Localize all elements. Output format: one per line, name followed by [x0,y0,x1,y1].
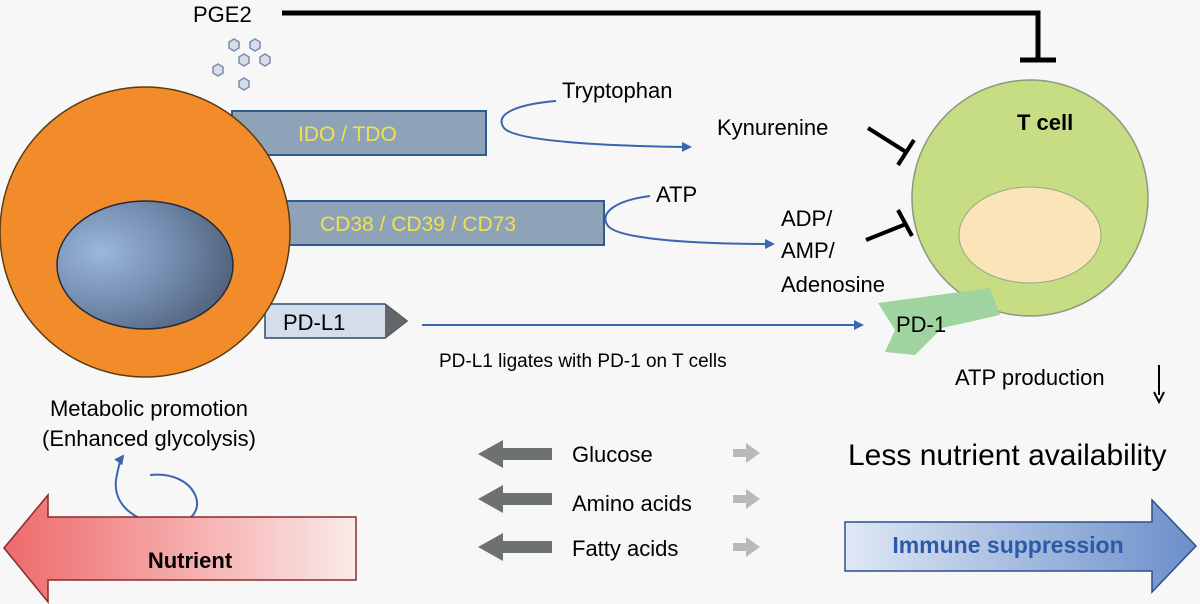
fatty-acid-weak-arrow [733,537,760,557]
atp-down-arrow-head [1153,391,1165,405]
molecule-hexagon [228,38,240,52]
adenosine-inhibition-bar [896,209,914,237]
ido-tdo-label: IDO / TDO [298,123,397,146]
cd-enzymes-label: CD38 / CD39 / CD73 [320,213,516,236]
kynurenine-inhibition-bar [896,138,916,167]
molecule-hexagon [249,38,261,52]
atp-conversion-arrow [604,195,775,249]
t-cell-label: T cell [1017,110,1073,135]
pd-1-receptor [878,288,1000,355]
pge2-inhibition-line [282,10,1041,60]
less-nutrient-label: Less nutrient availability [848,439,1167,472]
tumor-cell-nucleus [56,200,234,330]
atp-label: ATP [656,182,697,207]
enhanced-glycolysis-label: (Enhanced glycolysis) [42,426,256,451]
glucose-label: Glucose [572,442,653,467]
molecule-hexagon [259,53,271,67]
nutrient-arrow [3,492,357,604]
adenosine-inhibition-line [865,222,907,242]
pd-l1-tip [385,304,407,338]
molecule-hexagon [238,77,250,91]
amino-acid-weak-arrow [733,489,760,509]
adenosine-label: Adenosine [781,272,885,297]
cd-enzymes-bar [261,200,605,246]
adp-label: ADP/ [781,206,833,231]
pd-l1-label: PD-L1 [283,310,345,335]
glycolysis-cycle-arrow [114,454,199,525]
metabolic-promotion-label: Metabolic promotion [50,396,248,421]
amp-label: AMP/ [781,238,836,263]
kynurenine-label: Kynurenine [717,115,828,140]
kynurenine-inhibition-line [866,126,908,154]
tryptophan-conversion-arrow [500,100,692,152]
ido-tdo-bar [231,110,487,156]
molecule-hexagon [212,63,224,77]
t-cell-nucleus [958,186,1102,284]
amino-acid-uptake-arrow [478,485,552,513]
pge2-molecules [212,38,271,91]
molecule-hexagon [238,53,250,67]
immune-suppression-arrow [844,498,1198,594]
glucose-weak-arrow [733,443,760,463]
pd-1-label: PD-1 [896,312,946,337]
nutrient-uptake-arrows [478,440,552,561]
nutrient-label: Nutrient [148,548,233,573]
amino-acids-label: Amino acids [572,491,692,516]
fatty-acids-label: Fatty acids [572,536,678,561]
pge2-label: PGE2 [193,2,252,27]
weak-nutrient-arrows [733,443,760,557]
atp-production-label: ATP production [955,365,1105,390]
glucose-uptake-arrow [478,440,552,468]
pd-ligation-caption: PD-L1 ligates with PD-1 on T cells [439,351,727,372]
immune-suppression-label: Immune suppression [892,532,1123,558]
tryptophan-label: Tryptophan [562,78,672,103]
fatty-acid-uptake-arrow [478,533,552,561]
